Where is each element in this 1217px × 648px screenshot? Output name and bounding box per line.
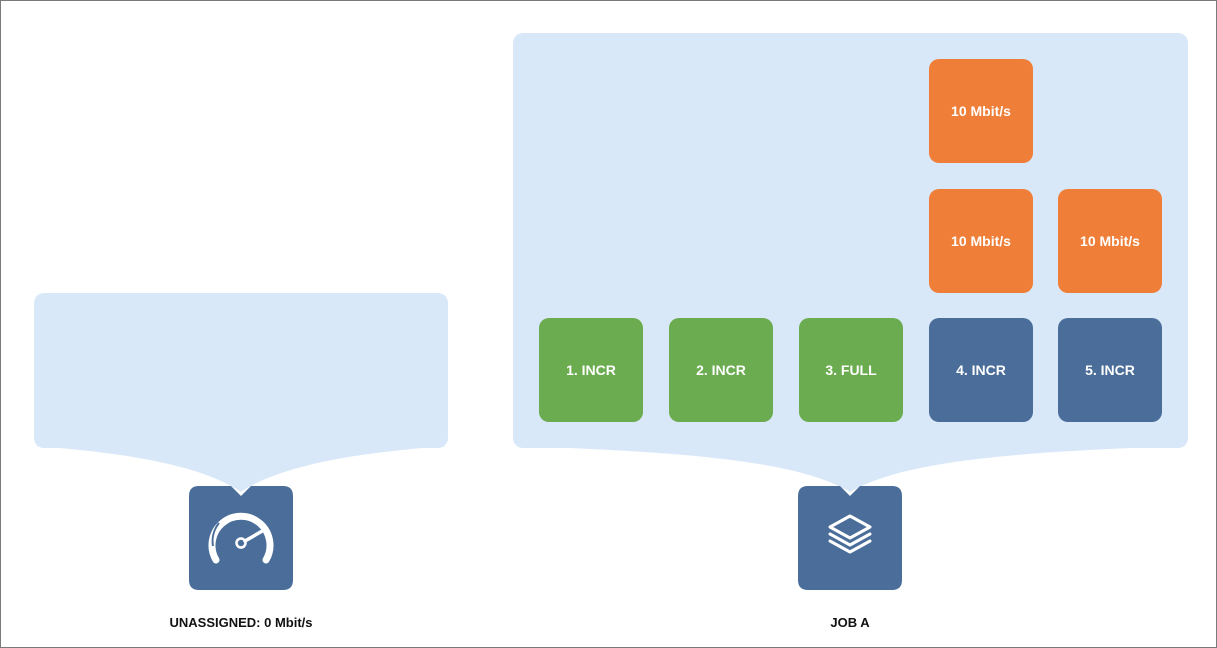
- layers-badge: [798, 486, 902, 590]
- speedometer-icon: [189, 486, 293, 590]
- backup-tile: 5. INCR: [1058, 318, 1162, 422]
- backup-tile: 3. FULL: [799, 318, 903, 422]
- bandwidth-tile: 10 Mbit/s: [929, 189, 1033, 293]
- unassigned-caption: UNASSIGNED: 0 Mbit/s: [169, 615, 313, 630]
- bandwidth-tile: 10 Mbit/s: [929, 59, 1033, 163]
- job-a-panel-pointer: [513, 446, 1188, 492]
- backup-tile: 4. INCR: [929, 318, 1033, 422]
- layers-icon: [798, 486, 902, 590]
- unassigned-panel: [34, 293, 448, 448]
- bandwidth-tile: 10 Mbit/s: [1058, 189, 1162, 293]
- speedometer-badge: [189, 486, 293, 590]
- backup-tile: 2. INCR: [669, 318, 773, 422]
- job-a-caption: JOB A: [830, 615, 870, 630]
- backup-tile: 1. INCR: [539, 318, 643, 422]
- unassigned-panel-pointer: [34, 446, 448, 492]
